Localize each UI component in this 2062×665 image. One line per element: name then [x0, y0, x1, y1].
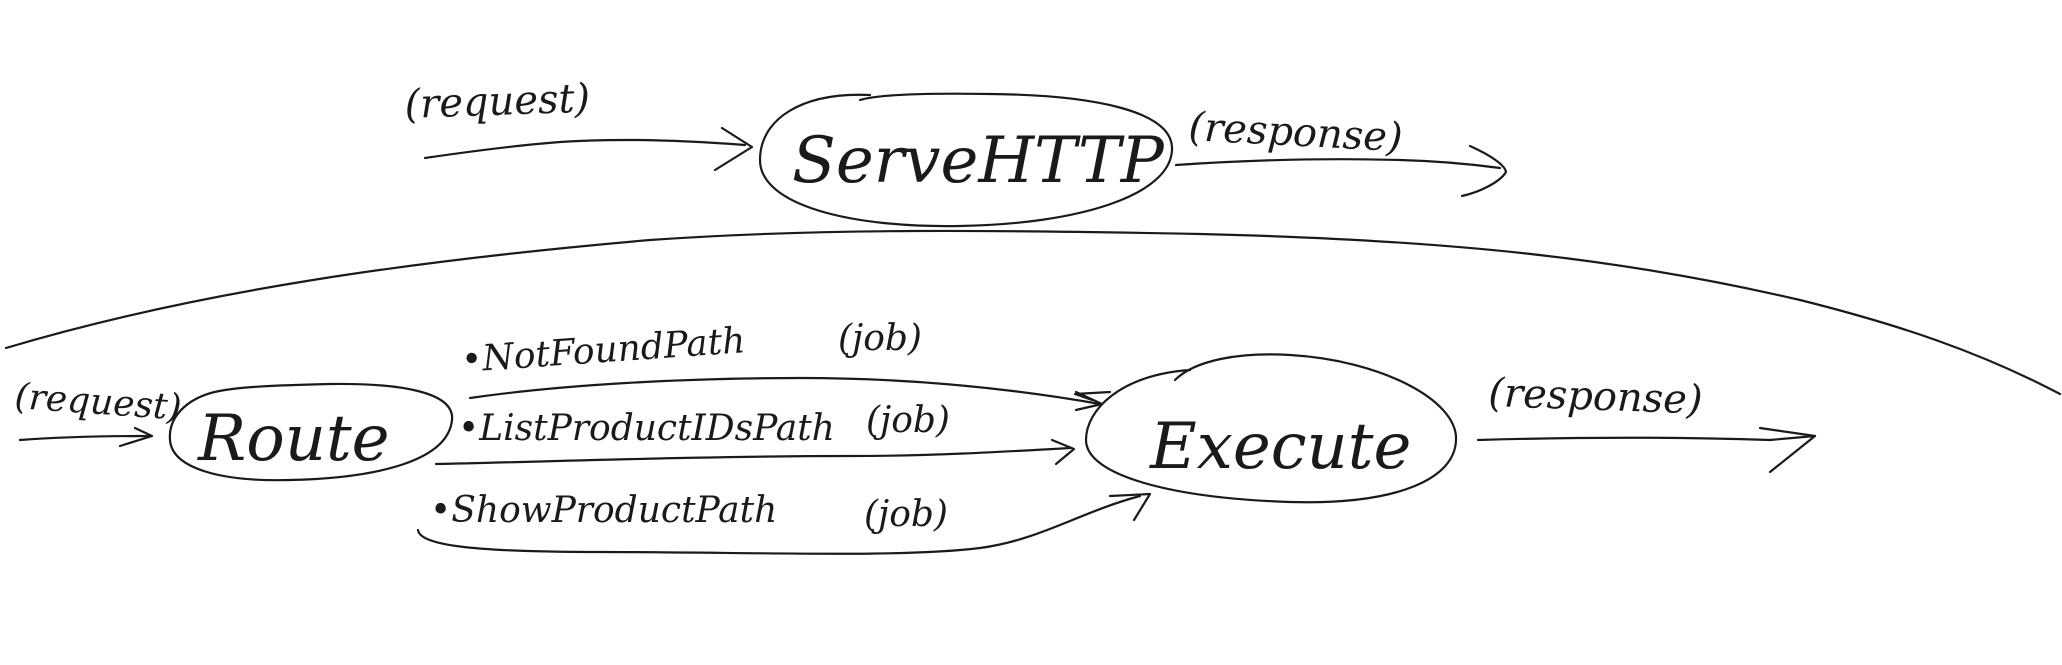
- path-notfound-backtick: [1073, 390, 1112, 402]
- route-label: Route: [197, 402, 390, 476]
- top-request-label: (request): [404, 76, 591, 128]
- top-request-arrow: [423, 138, 747, 160]
- path-notfound-arrow: [468, 376, 1102, 406]
- execute-ellipse: [1084, 353, 1458, 504]
- bottom-response-arrowhead: [1758, 426, 1817, 474]
- path-listproducts-job: (job): [866, 400, 950, 441]
- servehttp-ellipse: [758, 92, 1174, 228]
- top-response-arrowhead: [1460, 144, 1508, 198]
- path-notfound-label: •NotFoundPath: [460, 320, 747, 381]
- bottom-response-label: (response): [1488, 370, 1704, 423]
- bottom-request-arrowhead: [118, 426, 154, 448]
- path-showproduct-label: •ShowProductPath: [430, 490, 777, 531]
- servehttp-label: ServeHTTP: [792, 124, 1165, 198]
- top-response-label: (response): [1187, 104, 1403, 161]
- top-response-arrow: [1174, 158, 1502, 170]
- path-listproducts-label: •ListProductIDsPath: [458, 408, 835, 449]
- path-showproduct-job: (job): [864, 494, 948, 535]
- path-showproduct-arrowhead: [1108, 492, 1152, 522]
- path-listproducts-arrowhead: [1050, 438, 1076, 466]
- top-request-arrowhead: [713, 126, 754, 172]
- bottom-request-label: (request): [13, 376, 183, 429]
- bottom-response-arrow: [1476, 434, 1817, 442]
- path-listproducts-arrow: [434, 446, 1072, 466]
- bottom-request-arrow: [18, 434, 152, 442]
- route-ellipse: [168, 382, 454, 482]
- path-notfound-job: (job): [838, 318, 922, 359]
- execute-label: Execute: [1149, 410, 1411, 484]
- path-showproduct-arrow: [416, 494, 1142, 555]
- section-divider-curve: [4, 229, 2062, 396]
